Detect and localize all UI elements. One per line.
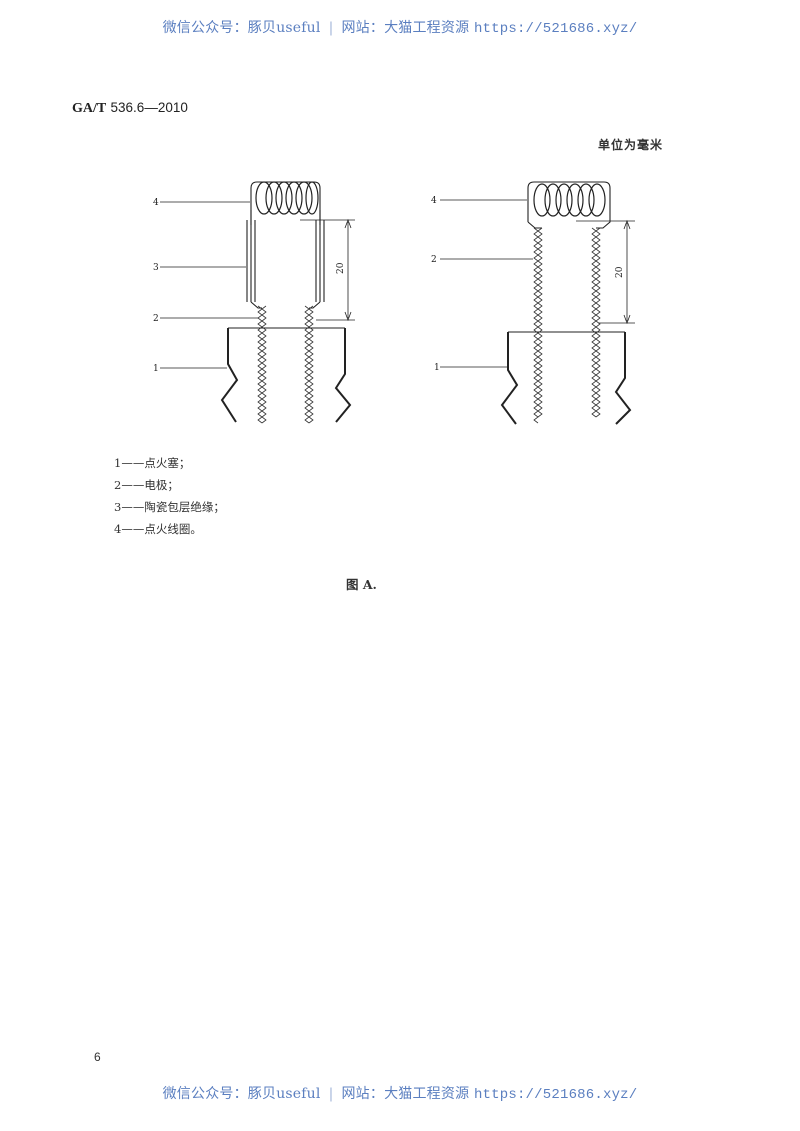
watermark-separator: | bbox=[328, 20, 334, 36]
watermark-site: 网站：大猫工程资源 bbox=[341, 1086, 470, 1102]
standard-code: GA/T 536.6—2010 bbox=[72, 100, 188, 117]
right-diagram: 4 2 1 20 bbox=[431, 181, 635, 425]
unit-note: 单位为毫米 bbox=[598, 138, 664, 152]
watermark-site: 网站：大猫工程资源 bbox=[341, 20, 470, 36]
left-diagram: 4 3 2 1 20 bbox=[153, 181, 355, 424]
legend-item: 2——电极； bbox=[114, 478, 179, 492]
watermark-wechat: 微信公众号：豚贝useful bbox=[162, 1086, 321, 1102]
left-callout-3: 3 bbox=[153, 263, 159, 273]
standard-prefix: GA/T bbox=[72, 101, 107, 116]
page-number: 6 bbox=[94, 1050, 101, 1064]
left-callout-2: 2 bbox=[153, 314, 159, 324]
left-dimension: 20 bbox=[336, 262, 346, 274]
watermark-url: https://521686.xyz/ bbox=[473, 21, 638, 37]
right-callout-2: 2 bbox=[431, 255, 437, 265]
legend-item: 3——陶瓷包层绝缘； bbox=[114, 500, 225, 514]
figure-caption: 图 A. bbox=[346, 577, 377, 592]
watermark-bottom: 微信公众号：豚贝useful | 网站：大猫工程资源 https://521686.… bbox=[0, 1083, 800, 1103]
watermark-top: 微信公众号：豚贝useful | 网站：大猫工程资源 https://521686.… bbox=[0, 17, 800, 37]
figure-legend: 1——点火塞； 2——电极； 3——陶瓷包层绝缘； 4——点火线圈。 bbox=[114, 452, 225, 540]
legend-item: 4——点火线圈。 bbox=[114, 522, 202, 536]
right-dimension: 20 bbox=[615, 266, 625, 278]
watermark-url: https://521686.xyz/ bbox=[473, 1087, 638, 1103]
legend-item: 1——点火塞； bbox=[114, 456, 191, 470]
watermark-separator: | bbox=[328, 1086, 334, 1102]
right-callout-4: 4 bbox=[431, 196, 437, 206]
left-callout-4: 4 bbox=[153, 198, 159, 208]
left-callout-1: 1 bbox=[153, 364, 159, 374]
right-callout-1: 1 bbox=[434, 363, 440, 373]
watermark-wechat: 微信公众号：豚贝useful bbox=[162, 20, 321, 36]
standard-number: 536.6—2010 bbox=[110, 100, 188, 115]
